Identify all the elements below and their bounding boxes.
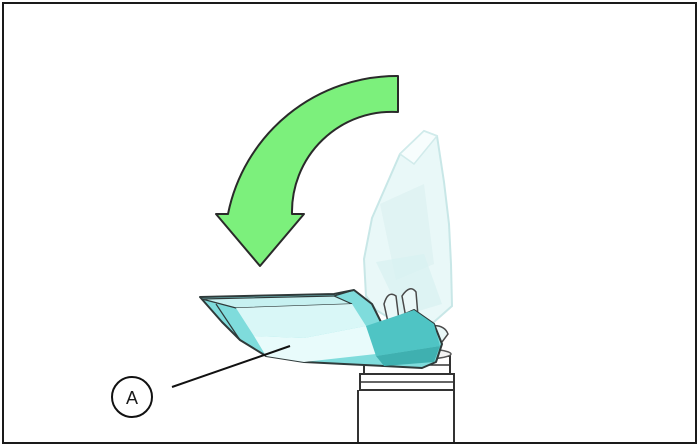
illustration-canvas: A (111, 74, 455, 442)
lid-part-a (199, 289, 443, 369)
rotate-down-arrow-icon (215, 74, 399, 267)
ghost-lid-open-position (362, 129, 454, 328)
callout-a: A (111, 345, 291, 418)
callout-bubble (111, 376, 153, 418)
callout-label: A (126, 388, 138, 408)
callout-leader-line (171, 345, 291, 388)
